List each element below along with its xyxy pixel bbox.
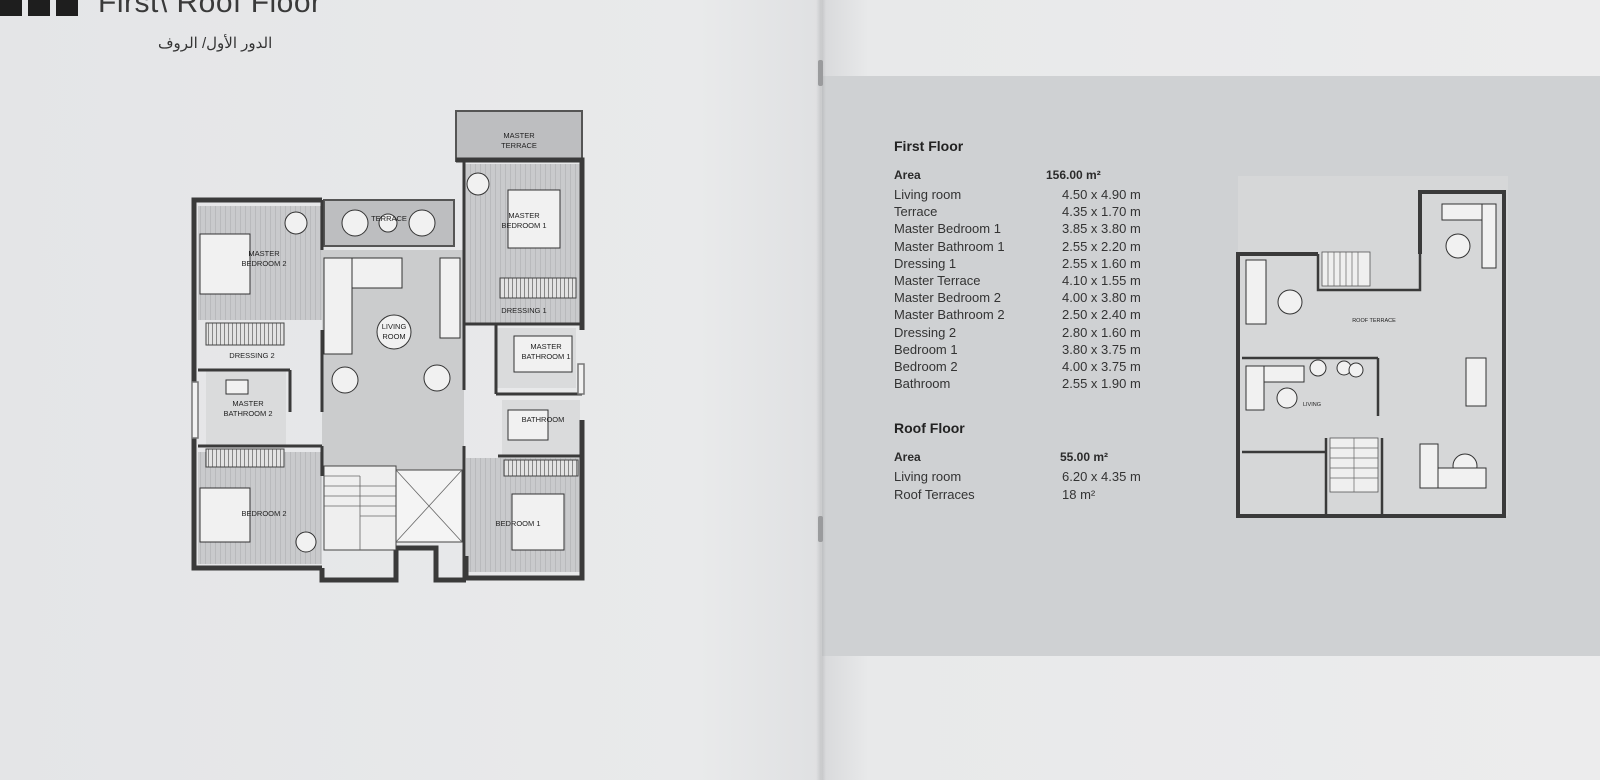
room-name: Master Bedroom 1 [894,221,1001,237]
roof-floor-plan: ROOF TERRACE LIVING [1236,176,1508,518]
label-master-terrace-1: MASTER [503,131,535,140]
first-floor-specs: First Floor Area 156.00 m² Living room 4.… [894,138,1194,503]
room-dims: 4.00 x 3.80 m [1062,290,1141,306]
staple-top [818,60,823,86]
room-row: Roof Terraces 18 m² [894,486,1194,503]
room-name: Master Bedroom 2 [894,290,1001,306]
room-name: Roof Terraces [894,486,975,502]
room-row: Master Bathroom 1 2.55 x 2.20 m [894,238,1194,255]
room-row: Bathroom 2.55 x 1.90 m [894,375,1194,392]
label-roof-terrace: ROOF TERRACE [1352,318,1396,324]
room-dims: 3.80 x 3.75 m [1062,341,1141,357]
room-row: Living room 6.20 x 4.35 m [894,468,1194,485]
first-floor-title: First Floor [894,138,964,154]
room-row: Master Terrace 4.10 x 1.55 m [894,272,1194,289]
roof-floor-area-label: Area [894,450,921,465]
room-name: Master Terrace [894,273,981,289]
room-dims: 3.85 x 3.80 m [1062,221,1141,237]
room-row: Master Bathroom 2 2.50 x 2.40 m [894,306,1194,323]
room-name: Dressing 2 [894,324,957,340]
room-dims: 2.55 x 1.90 m [1062,376,1141,392]
label-living-room-a: LIVING [382,322,407,331]
room-dims: 2.50 x 2.40 m [1062,307,1141,323]
room-name: Dressing 1 [894,255,957,271]
label-master-bathroom-2-a: MASTER [232,399,264,408]
room-row: Terrace 4.35 x 1.70 m [894,203,1194,220]
room-dims: 2.55 x 1.60 m [1062,255,1141,271]
first-floor-area-label: Area [894,168,921,182]
label-dressing-1: DRESSING 1 [501,306,546,315]
room-row: Dressing 1 2.55 x 1.60 m [894,255,1194,272]
label-master-bedroom-2-b: BEDROOM 2 [241,259,286,268]
label-master-bedroom-1-b: BEDROOM 1 [501,221,546,230]
first-floor-room-list: Living room 4.50 x 4.90 m Terrace 4.35 x 1… [894,186,1194,392]
room-row: Living room 4.50 x 4.90 m [894,186,1194,203]
room-row: Bedroom 1 3.80 x 3.75 m [894,341,1194,358]
label-roof-living: LIVING [1303,402,1321,408]
room-name: Master Bathroom 2 [894,307,1005,323]
roof-floor-area-row: Area 55.00 m² [894,450,1194,464]
left-page: First\ Roof Floor الدور الأول/ الروف [0,0,822,780]
room-name: Terrace [894,204,938,220]
room-dims: 18 m² [1062,486,1096,502]
room-name: Bathroom [894,376,951,392]
label-bedroom-1: BEDROOM 1 [495,519,540,528]
room-name: Living room [894,187,962,202]
first-floor-area-row: Area 156.00 m² [894,168,1194,182]
roof-floor-specs: Roof Floor Area 55.00 m² Living room 6.20… [894,420,1194,502]
label-master-bathroom-1-b: BATHROOM 1 [521,352,570,361]
room-dims: 4.50 x 4.90 m [1062,187,1141,202]
page-title: First\ Roof Floor [98,0,322,19]
room-dims: 4.35 x 1.70 m [1062,204,1141,220]
label-living-room-b: ROOM [382,332,405,341]
label-bathroom: BATHROOM [522,415,565,424]
book-spine [816,0,826,780]
label-terrace: TERRACE [371,214,407,223]
room-dims: 4.00 x 3.75 m [1062,359,1141,375]
room-name: Master Bathroom 1 [894,238,1005,254]
brand-mark [0,0,78,16]
staple-bottom [818,516,823,542]
roof-floor-title: Roof Floor [894,420,965,437]
room-row: Master Bedroom 2 4.00 x 3.80 m [894,289,1194,306]
arabic-subtitle: الدور الأول/ الروف [158,35,273,52]
label-master-bedroom-1-a: MASTER [508,211,540,220]
first-floor-area-value: 156.00 m² [1046,168,1101,182]
room-dims: 6.20 x 4.35 m [1062,469,1141,485]
room-dims: 2.55 x 2.20 m [1062,238,1141,254]
label-dressing-2: DRESSING 2 [229,351,274,360]
label-master-bedroom-2-a: MASTER [248,249,280,258]
label-master-terrace-2: TERRACE [501,141,537,150]
right-page: First Floor Area 156.00 m² Living room 4.… [822,0,1600,780]
room-dims: 2.80 x 1.60 m [1062,324,1141,340]
spec-panel: First Floor Area 156.00 m² Living room 4.… [822,76,1600,656]
label-master-bathroom-1-a: MASTER [530,342,562,351]
room-row: Master Bedroom 1 3.85 x 3.80 m [894,220,1194,237]
label-master-bathroom-2-b: BATHROOM 2 [223,409,272,418]
room-name: Bedroom 2 [894,359,958,375]
room-row: Bedroom 2 4.00 x 3.75 m [894,358,1194,375]
room-dims: 4.10 x 1.55 m [1062,273,1141,289]
first-floor-plan: MASTER TERRACE TERRACE MASTER BEDROOM 1 … [191,110,585,583]
room-name: Bedroom 1 [894,341,958,357]
room-row: Dressing 2 2.80 x 1.60 m [894,324,1194,341]
label-bedroom-2: BEDROOM 2 [241,509,286,518]
roof-floor-area-value: 55.00 m² [1060,450,1109,465]
room-name: Living room [894,469,962,485]
